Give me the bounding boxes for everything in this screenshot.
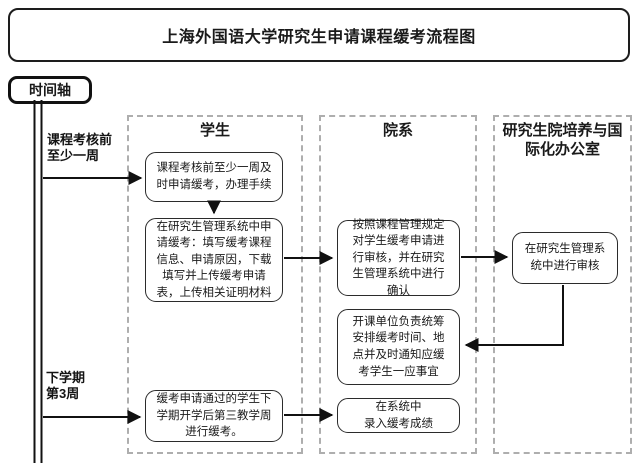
node-department-review: 按照课程管理规定对学生缓考申请进行审核，并在研究生管理系统中进行确认 <box>337 219 460 297</box>
lane-grad-school-office-header: 研究生院培养与国际化办公室 <box>502 122 623 158</box>
title-box: 上海外国语大学研究生申请课程缓考流程图 <box>8 8 630 62</box>
node-apply-in-system: 在研究生管理系统中申请缓考：填写缓考课程信息、申请原因，下载填写并上传缓考申请表… <box>145 218 283 302</box>
lane-grad-school-office: 研究生院培养与国际化办公室 <box>493 115 632 454</box>
milestone-before-assessment: 课程考核前 至少一周 <box>47 132 113 164</box>
node-enter-exam-scores: 在系统中 录入缓考成绩 <box>337 398 460 433</box>
page-title: 上海外国语大学研究生申请课程缓考流程图 <box>162 29 476 46</box>
node-grad-school-review: 在研究生管理系统中进行审核 <box>512 232 618 284</box>
lane-student-header: 学生 <box>199 122 230 139</box>
node-arrange-exam-details: 开课单位负责统筹安排缓考时间、地点并及时通知应缓考学生一应事宜 <box>337 309 460 385</box>
milestone-week3-next-semester: 下学期 第3周 <box>46 370 86 402</box>
node-apply-before-deadline: 课程考核前至少一周及时申请缓考，办理手续 <box>145 152 283 202</box>
lane-department-header: 院系 <box>382 122 413 139</box>
node-take-deferred-exam: 缓考申请通过的学生下学期开学后第三教学周进行缓考。 <box>145 390 283 442</box>
timeline-axis-label: 时间轴 <box>8 76 92 104</box>
